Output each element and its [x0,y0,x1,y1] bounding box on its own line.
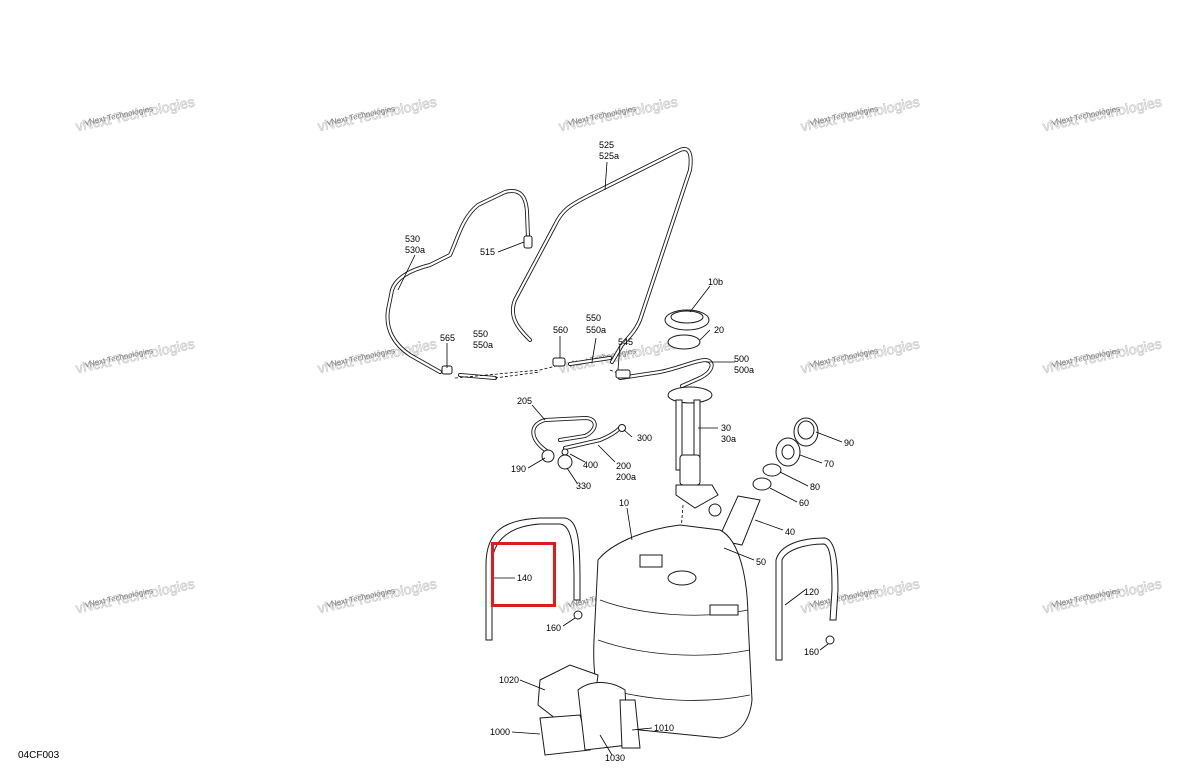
hose-500[interactable] [618,358,714,388]
cap-90[interactable] [793,417,819,447]
watermark: vNext Technologies vNext Technologies [1041,93,1164,135]
selected-part-highlight[interactable] [491,542,556,607]
filler-hose-40[interactable] [708,495,761,546]
watermark: vNext Technologies vNext Technologies [1041,335,1164,377]
strap-120[interactable] [775,537,839,661]
callout-530a: 530a [405,245,425,255]
callout-120: 120 [804,587,819,597]
callout-525: 525 [599,140,614,150]
ring-80[interactable] [762,463,782,477]
hose-205[interactable] [531,416,597,454]
callout-205: 205 [517,396,532,406]
guard-1000[interactable] [539,714,591,756]
callout-20: 20 [714,325,724,335]
nut-160b[interactable] [825,635,835,645]
callout-550-left: 550 [473,329,488,339]
watermark: vNext Technologies vNext Technologies [316,335,439,377]
connector-545[interactable] [615,369,631,379]
callout-160-right: 160 [804,647,819,657]
seal-20[interactable] [667,334,701,350]
callout-550-right: 550 [586,313,601,323]
watermark: vNext Technologies vNext Technologies [799,93,922,135]
callout-30a: 30a [721,434,736,444]
watermark: vNext Technologies vNext Technologies [316,93,439,135]
leader-lines [397,161,843,756]
vent-hose-530[interactable] [385,189,530,374]
clamp-60[interactable] [752,477,772,491]
callout-140: 140 [517,573,532,583]
watermark: vNext Technologies vNext Technologies [799,335,922,377]
callout-525a: 525a [599,151,619,161]
nut-160a[interactable] [573,610,583,620]
callout-50: 50 [756,557,766,567]
callout-550a-left: 550a [473,340,493,350]
clamp-190[interactable] [541,449,555,463]
callout-400: 400 [583,460,598,470]
callout-80: 80 [810,482,820,492]
callout-190: 190 [511,464,526,474]
watermark: vNext Technologies vNext Technologies [74,335,197,377]
callout-160-left: 160 [546,623,561,633]
callout-200a: 200a [616,472,636,482]
fuel-pump-30[interactable] [667,386,719,509]
watermark: vNext Technologies vNext Technologies [1041,575,1164,617]
callout-1000: 1000 [490,727,510,737]
callout-300: 300 [637,433,652,443]
callout-500: 500 [734,354,749,364]
callout-70: 70 [824,459,834,469]
lock-ring-inner [670,310,704,324]
neck-70[interactable] [775,437,801,467]
callout-1020: 1020 [499,675,519,685]
diagram-code: 04CF003 [18,750,60,761]
callout-545: 545 [618,337,633,347]
callout-90: 90 [844,438,854,448]
callout-560: 560 [553,325,568,335]
watermark: vNext Technologies vNext Technologies [74,575,197,617]
watermark: vNext Technologies vNext Technologies [74,93,197,135]
callout-1030: 1030 [605,753,625,763]
callout-200: 200 [616,461,631,471]
fitting-300[interactable] [618,424,626,432]
watermark: vNext Technologies vNext Technologies [316,575,439,617]
connector-560[interactable] [552,357,566,367]
callout-330: 330 [576,481,591,491]
callout-30: 30 [721,423,731,433]
callout-565: 565 [440,333,455,343]
callout-515: 515 [480,247,495,257]
callout-500a: 500a [734,365,754,375]
guard-1010[interactable] [619,699,641,749]
callout-40: 40 [785,527,795,537]
callout-1010: 1010 [654,723,674,733]
callout-550a-right: 550a [586,325,606,335]
vent-hose-525[interactable] [510,147,693,364]
hose-550[interactable] [458,356,612,380]
strap-140[interactable] [485,517,581,641]
callout-10: 10 [619,498,629,508]
callout-10b: 10b [708,277,723,287]
valve-515[interactable] [523,235,533,249]
callout-60: 60 [799,498,809,508]
callout-labels: 525 525a 530 530a 515 565 550 550a 560 5… [405,140,854,763]
valve-330[interactable] [557,454,573,470]
watermark: vNext Technologies vNext Technologies [557,93,680,135]
clip-400[interactable] [561,448,569,456]
callout-530: 530 [405,234,420,244]
